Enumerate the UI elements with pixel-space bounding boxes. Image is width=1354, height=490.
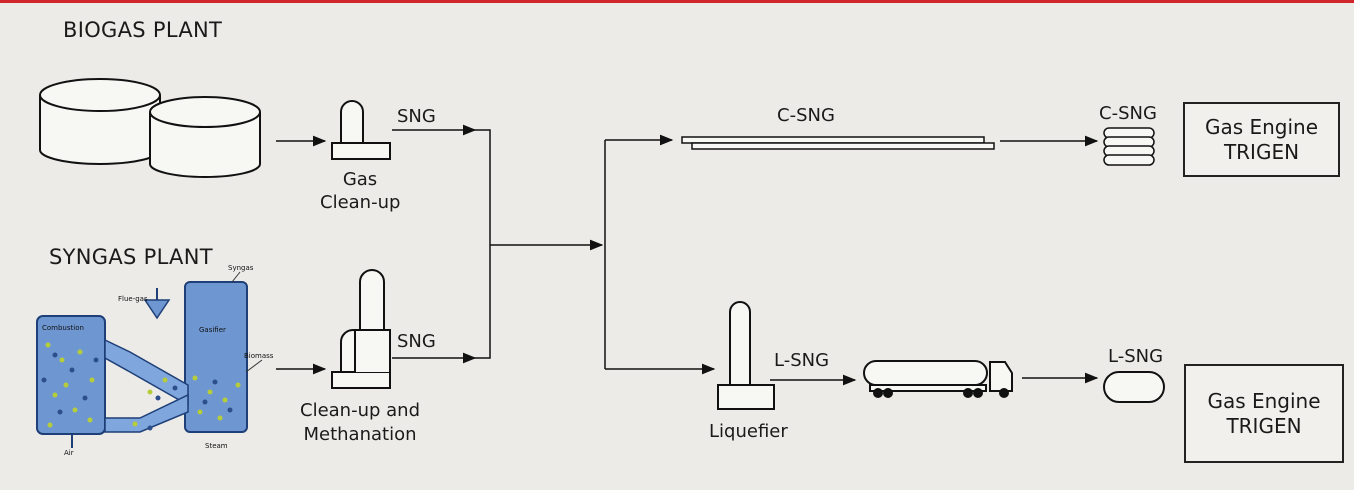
gas-engine-bottom-line2: TRIGEN bbox=[1226, 413, 1302, 438]
gasifier-label-syngas: Syngas bbox=[228, 264, 254, 272]
lsng-liquefier-label: L-SNG bbox=[774, 350, 830, 371]
csng-pipeline-label: C-SNG bbox=[777, 105, 835, 126]
gas-cleanup-unit-icon bbox=[331, 100, 391, 160]
csng-pipeline-icon bbox=[681, 136, 995, 150]
gas-engine-trigen-bottom: Gas Engine TRIGEN bbox=[1184, 364, 1344, 463]
csng-tank-label: C-SNG bbox=[1099, 103, 1157, 124]
gas-engine-bottom-line1: Gas Engine bbox=[1207, 388, 1321, 413]
gas-cleanup-label-line2: Clean-up bbox=[320, 192, 401, 213]
tanker-truck-icon bbox=[863, 360, 1013, 398]
lsng-tank-icon bbox=[1103, 371, 1165, 403]
gasifier-label-steam: Steam bbox=[205, 442, 228, 450]
gasifier-label-combustion: Combustion bbox=[42, 324, 84, 332]
methanation-unit-icon bbox=[331, 269, 391, 389]
gas-engine-top-line2: TRIGEN bbox=[1223, 139, 1300, 164]
sng-syngas-label: SNG bbox=[397, 331, 436, 352]
liquefier-label: Liquefier bbox=[709, 421, 788, 442]
methanation-label-line1: Clean-up and bbox=[300, 400, 420, 421]
syngas-plant-title: SYNGAS PLANT bbox=[49, 245, 213, 269]
gas-engine-trigen-top: Gas Engine TRIGEN bbox=[1183, 102, 1340, 177]
gas-engine-top-line1: Gas Engine bbox=[1204, 114, 1319, 139]
biogas-plant-title: BIOGAS PLANT bbox=[63, 18, 223, 42]
liquefier-icon bbox=[717, 301, 775, 410]
methanation-label-line2: Methanation bbox=[303, 424, 417, 445]
gasifier-label-gasifier: Gasifier bbox=[199, 326, 226, 334]
gasifier-icon bbox=[36, 271, 263, 448]
gasifier-label-air: Air bbox=[64, 449, 74, 457]
lsng-tank-label: L-SNG bbox=[1108, 346, 1164, 367]
gas-cleanup-label-line1: Gas bbox=[342, 169, 378, 190]
gasifier-label-biomass: Biomass bbox=[244, 352, 274, 360]
flow-lines bbox=[276, 124, 1099, 386]
biogas-digester-icon bbox=[39, 78, 261, 178]
csng-cylinders-icon bbox=[1103, 127, 1155, 166]
sng-biogas-label: SNG bbox=[397, 106, 436, 127]
accent-bar bbox=[0, 0, 1354, 3]
gasifier-label-flue-gas: Flue-gas bbox=[118, 295, 148, 303]
